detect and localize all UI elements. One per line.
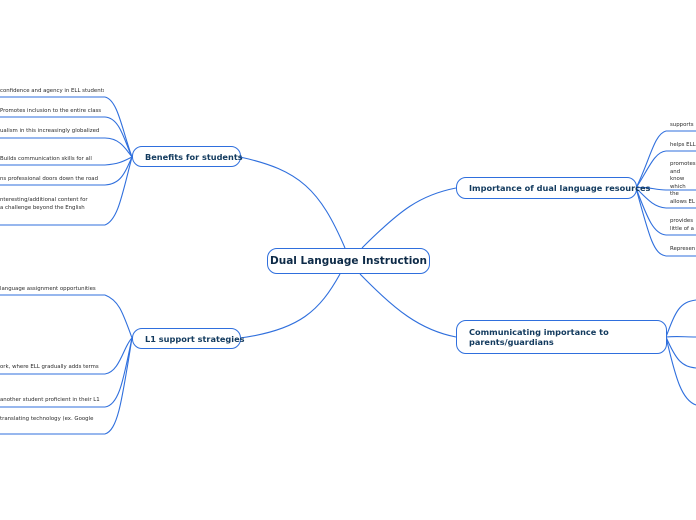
link-benefits (239, 156, 346, 249)
leaf-benefit-1[interactable]: confidence and agency in ELL students (0, 88, 104, 94)
branch-importance-label: Importance of dual language resources (469, 183, 651, 193)
leaf-importance-5[interactable]: provides little of a (670, 218, 694, 232)
branch-communicating[interactable]: Communicating importance to parents/guar… (456, 320, 667, 354)
leaf-benefit-5[interactable]: ns professional doors down the road (0, 176, 99, 182)
leaf-benefit-3[interactable]: ualism in this increasingly globalized (0, 128, 100, 134)
leaf-l1-3[interactable]: another student proficient in their L1 (0, 397, 100, 403)
branch-l1-support[interactable]: L1 support strategies (132, 328, 245, 349)
leaf-importance-6[interactable]: Represen (670, 246, 696, 252)
branch-benefits-label: Benefits for students (145, 151, 243, 162)
leaf-benefit-6[interactable]: nteresting/additional content for a chal… (0, 197, 88, 211)
branch-benefits[interactable]: Benefits for students (132, 146, 243, 167)
branch-communicating-label: Communicating importance to parents/guar… (469, 327, 609, 347)
leaf-importance-1[interactable]: supports (670, 122, 694, 128)
leaf-benefit-4[interactable]: Builds communication skills for all (0, 156, 92, 162)
link-l1 (239, 273, 341, 339)
central-topic-label: Dual Language Instruction (270, 255, 427, 267)
leaf-l1-2[interactable]: ork, where ELL gradually adds terms (0, 364, 99, 370)
leaf-importance-4[interactable]: allows EL (670, 199, 695, 205)
central-topic[interactable]: Dual Language Instruction (267, 248, 430, 274)
leaf-l1-1[interactable]: language assignment opportunities (0, 286, 96, 292)
branch-l1-label: L1 support strategies (145, 333, 245, 344)
leaf-importance-3[interactable]: promotes and know which the (670, 161, 696, 198)
leaf-l1-4[interactable]: translating technology (ex. Google (0, 416, 94, 422)
link-communicating (359, 273, 457, 338)
branch-importance[interactable]: Importance of dual language resources (456, 177, 650, 199)
leaf-importance-2[interactable]: helps ELL (670, 142, 696, 148)
leaf-benefit-2[interactable]: Promotes inclusion to the entire class (0, 108, 102, 114)
link-importance (361, 187, 457, 249)
